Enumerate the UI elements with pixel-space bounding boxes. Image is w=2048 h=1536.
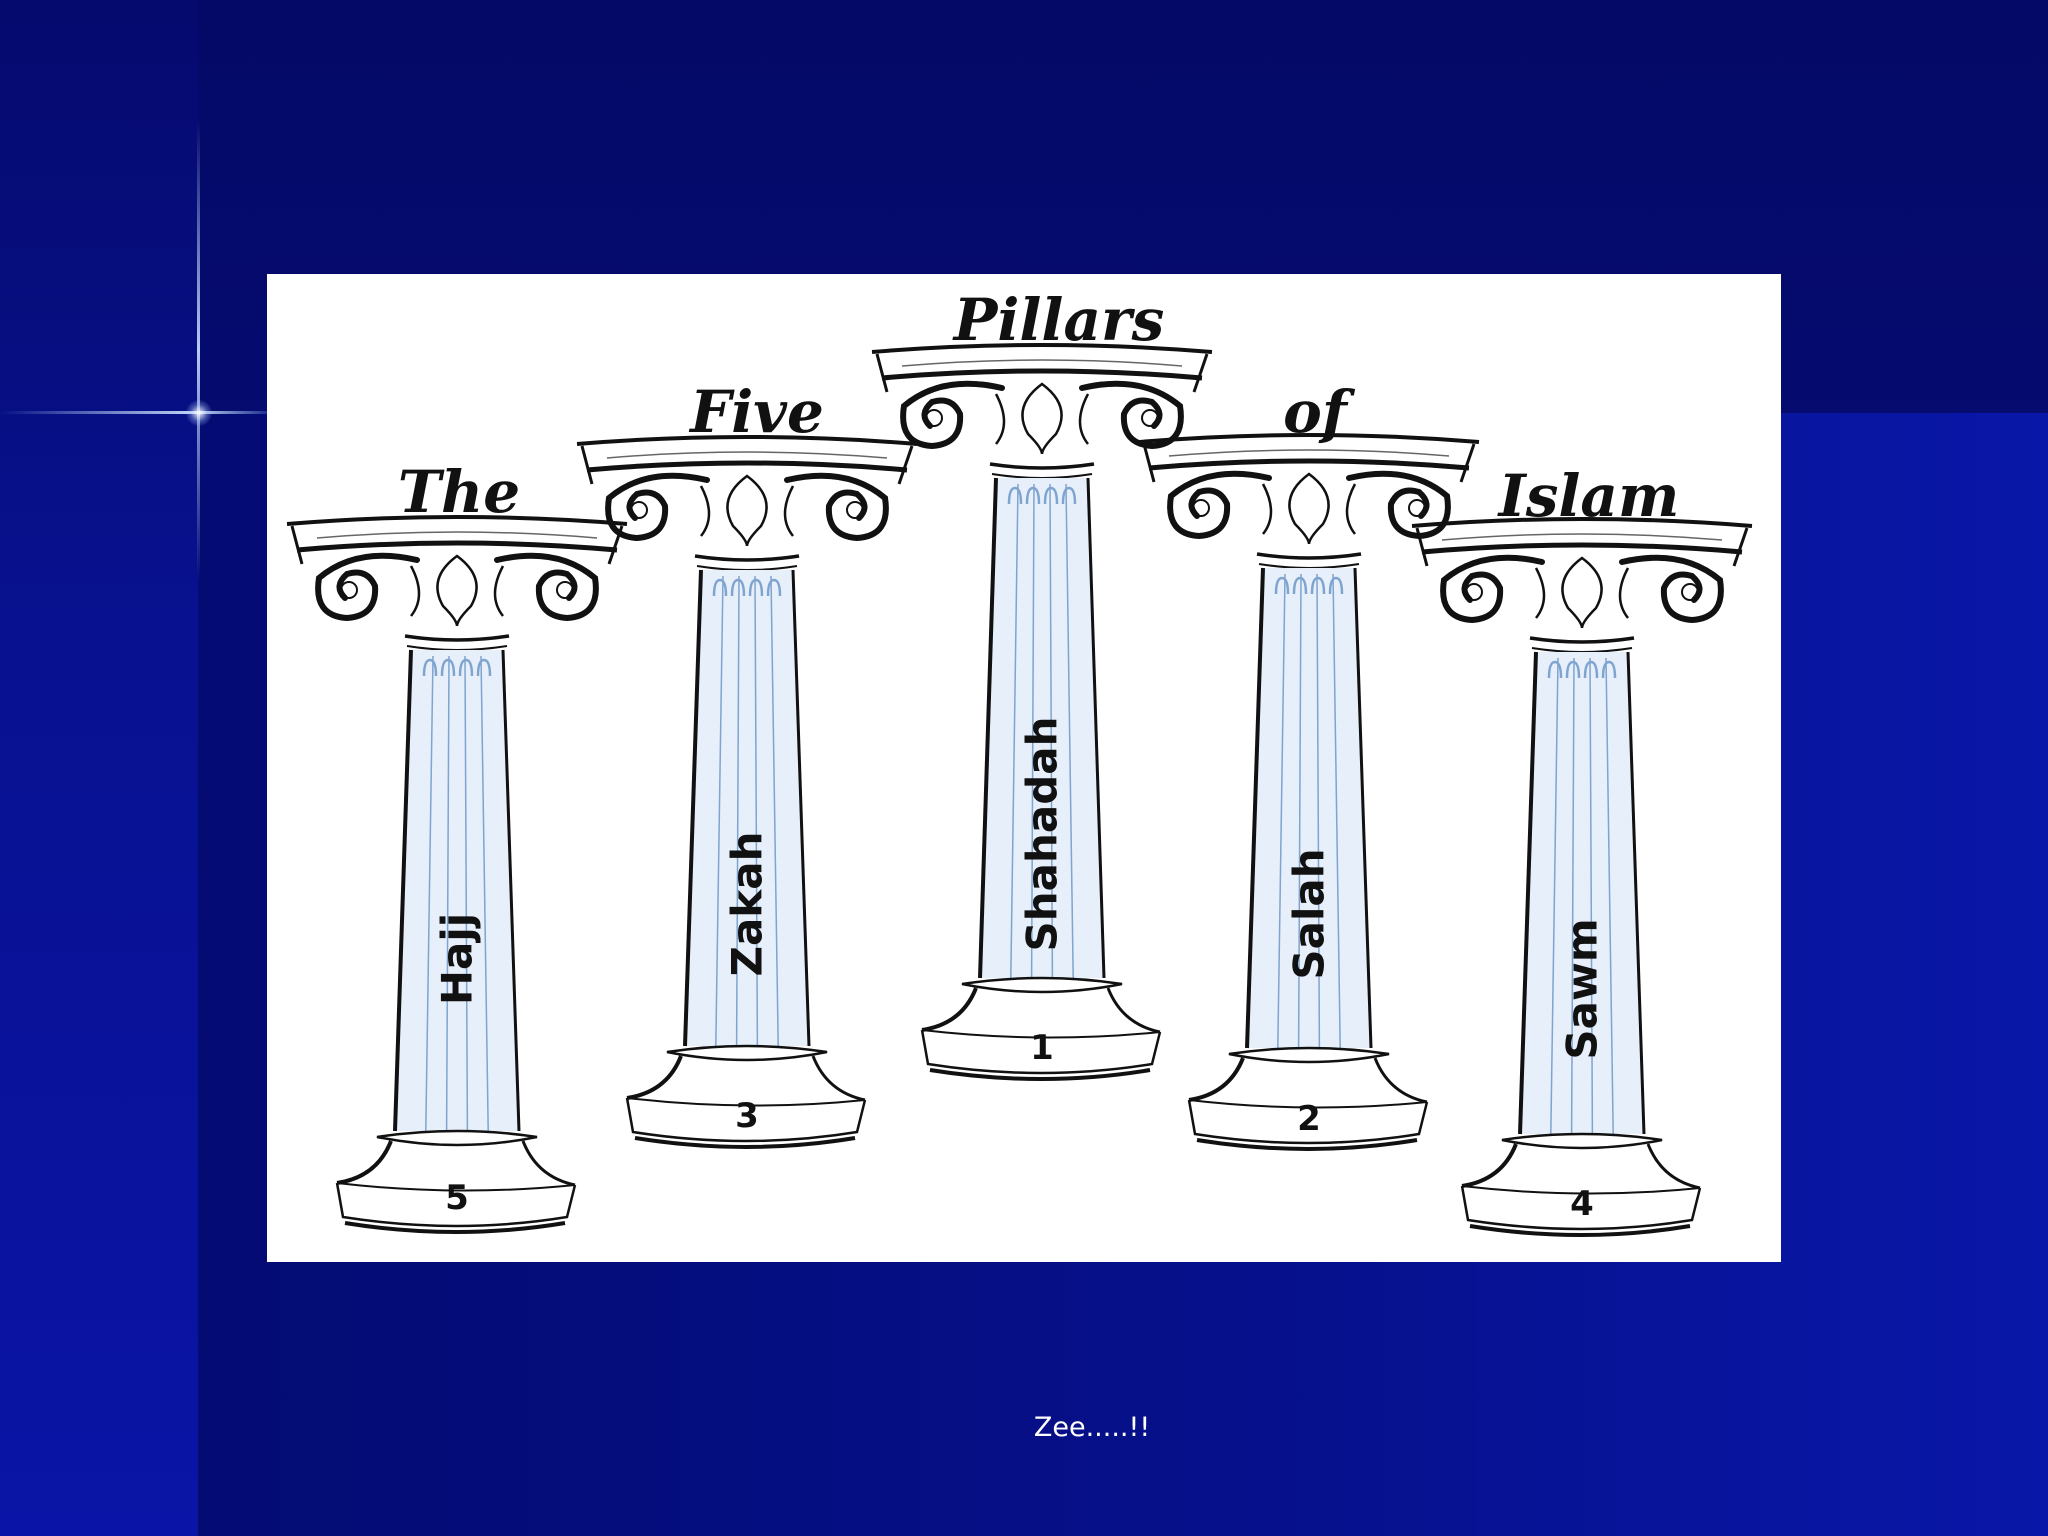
pillar-number: 2	[1297, 1099, 1321, 1139]
title-word: Five	[688, 378, 824, 446]
pillar-number: 3	[735, 1096, 759, 1136]
pillar-label: Salah	[1285, 848, 1334, 979]
pillar-label: Zakah	[723, 832, 772, 977]
pillar-zakah: Zakah 3	[577, 437, 917, 1147]
pillars-illustration: Hajj 5 Zakah 3 Shahadah 1 Salah 2 Sawm 4 The Five Pi…	[267, 274, 1781, 1262]
pillar-label: Shahadah	[1018, 716, 1067, 951]
pillar-salah: Salah 2	[1139, 435, 1479, 1149]
light-glint-horizontal	[0, 411, 270, 414]
light-glint-vertical	[197, 120, 200, 580]
pillars-drawing: Hajj 5 Zakah 3 Shahadah 1 Salah 2 Sawm 4 The Five Pi…	[267, 274, 1781, 1262]
footer-caption: Zee.....!!	[0, 1412, 2048, 1443]
pillar-label: Sawm	[1558, 918, 1607, 1059]
pillar-shahadah: Shahadah 1	[872, 345, 1212, 1079]
pillar-number: 1	[1030, 1028, 1054, 1068]
pillar-label: Hajj	[433, 913, 482, 1005]
pillar-number: 5	[445, 1178, 469, 1218]
pillar-number: 4	[1570, 1184, 1594, 1224]
title-word: Islam	[1497, 462, 1680, 530]
title-word: Pillars	[952, 286, 1165, 354]
title-word: The	[398, 458, 520, 526]
title-word: of	[1283, 378, 1356, 446]
pillar-sawm: Sawm 4	[1412, 519, 1752, 1235]
light-glint-star	[186, 400, 212, 426]
slide-background-left	[0, 0, 198, 1536]
pillar-hajj: Hajj 5	[287, 517, 627, 1232]
